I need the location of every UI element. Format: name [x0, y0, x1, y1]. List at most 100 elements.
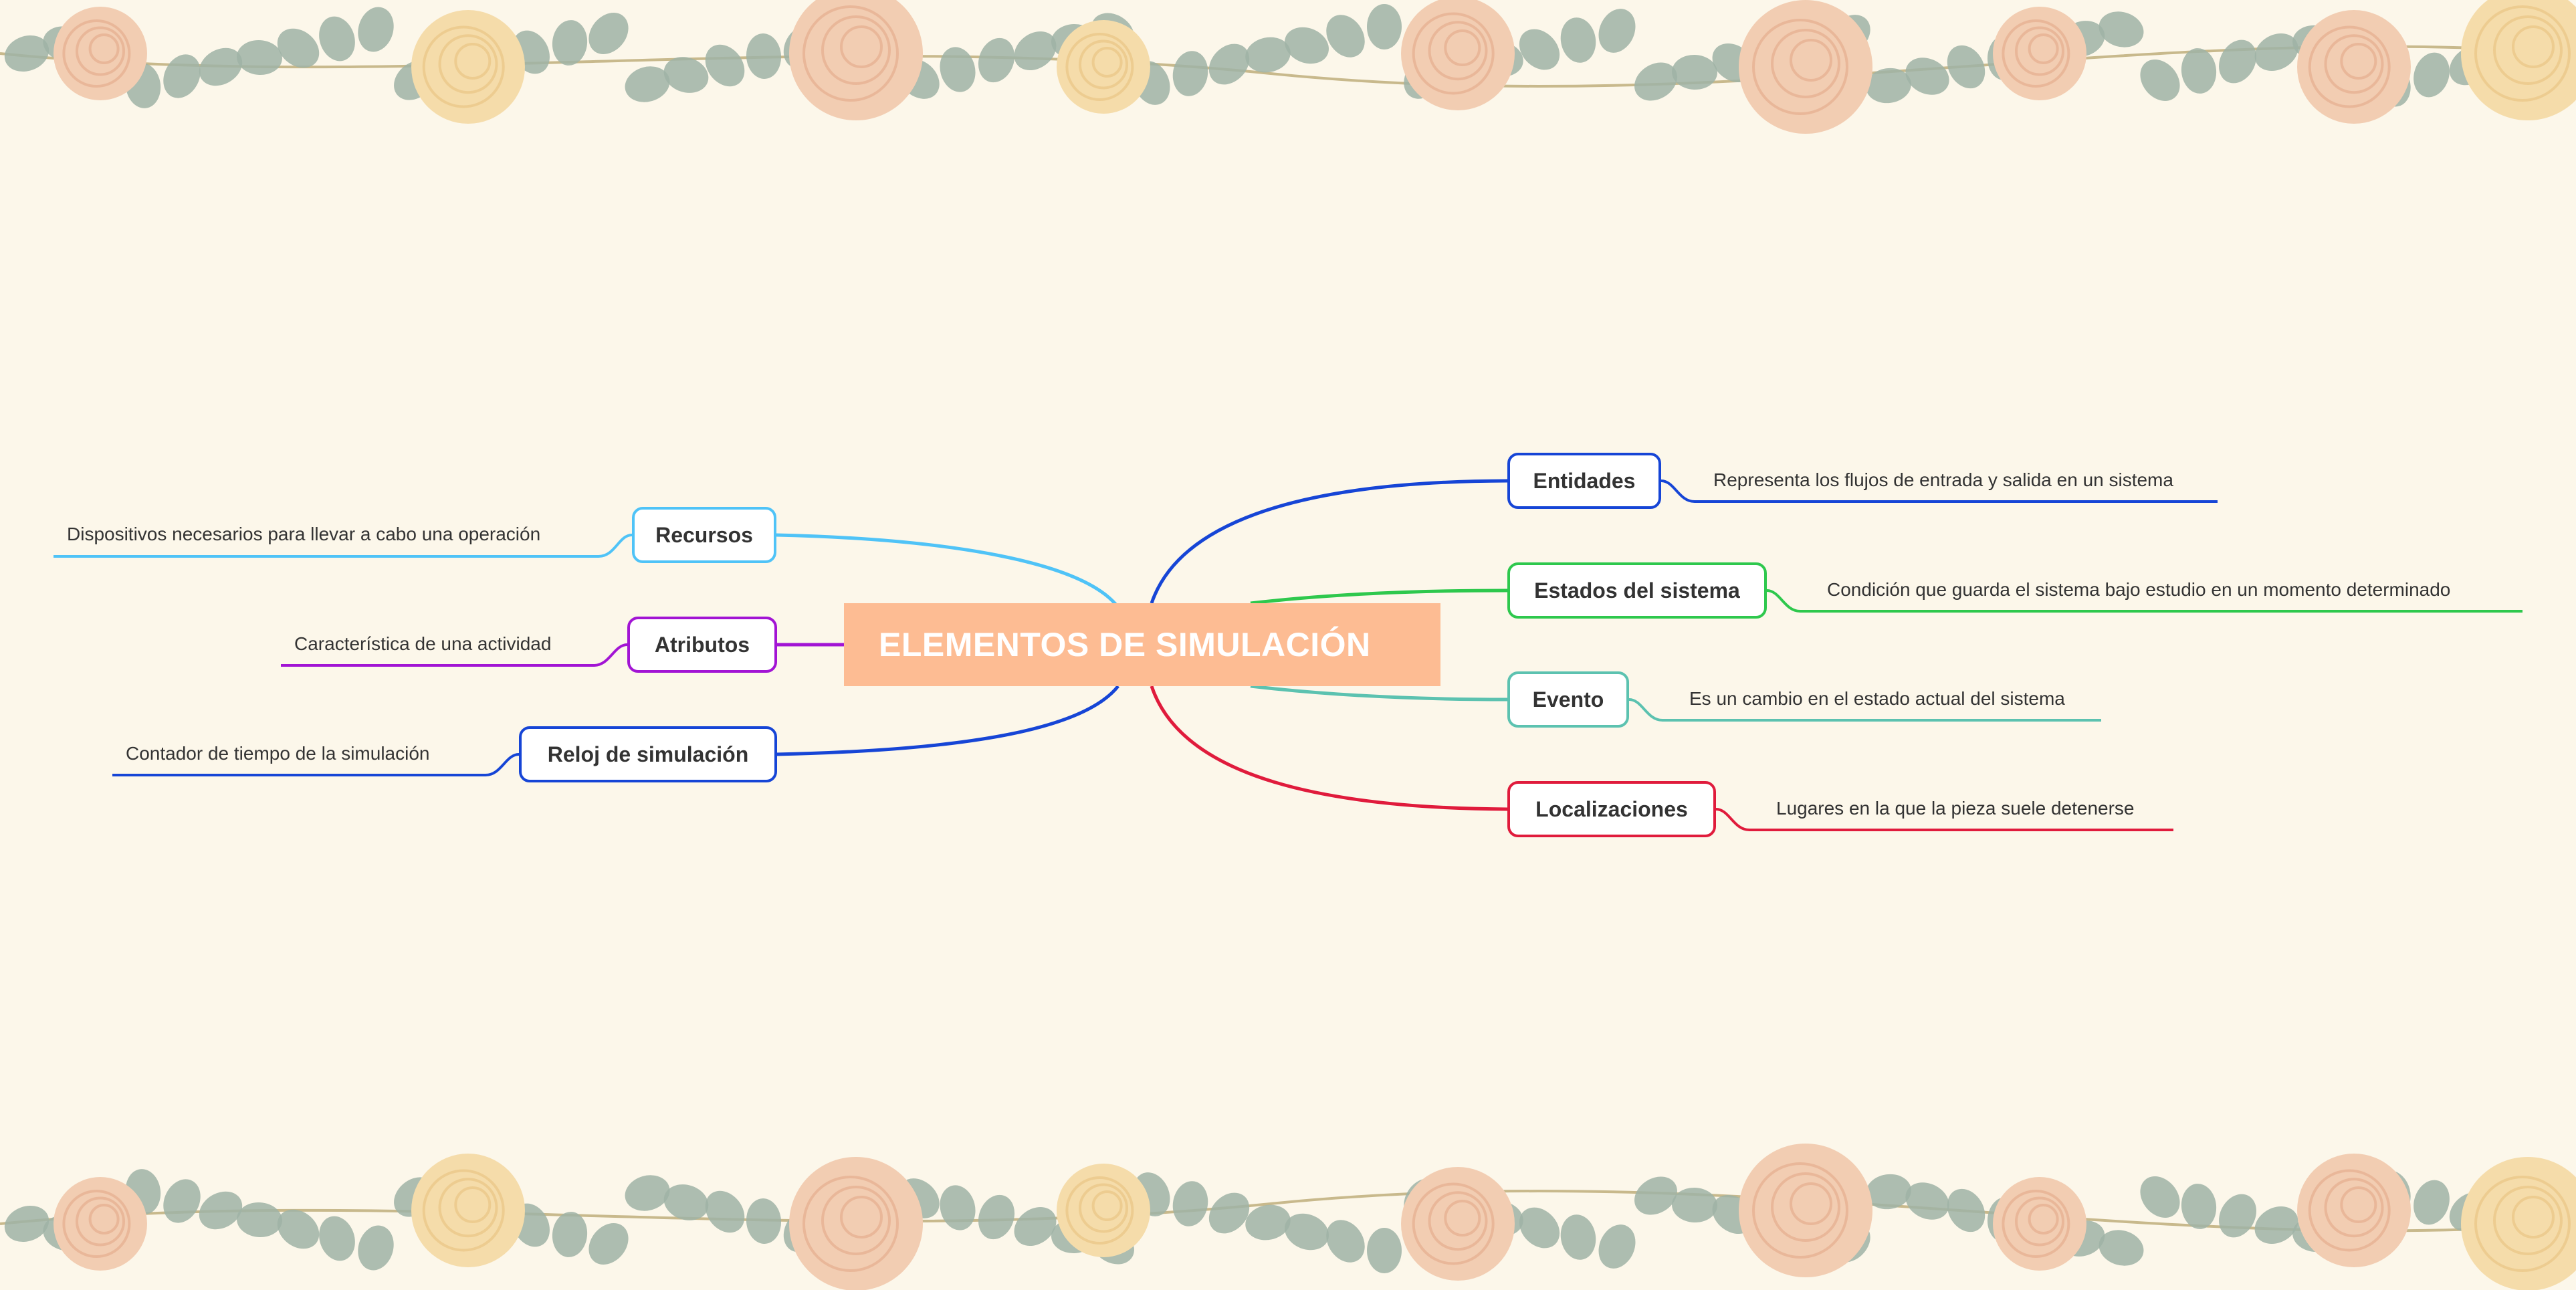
eucalyptus-leaf — [2219, 1194, 2256, 1238]
eucalyptus-leaf — [1866, 1174, 1911, 1210]
eucalyptus-leaf — [237, 39, 282, 76]
eucalyptus-leaf — [237, 1202, 282, 1238]
node-recursos[interactable]: Recursos — [632, 507, 776, 563]
eucalyptus-leaf — [663, 1184, 709, 1220]
eucalyptus-leaf — [552, 20, 588, 66]
eucalyptus-leaf — [705, 44, 745, 87]
eucalyptus-leaf — [1367, 4, 1402, 49]
rose-flower — [1057, 20, 1150, 114]
eucalyptus-leaf — [625, 66, 670, 102]
eucalyptus-leaf — [1672, 1187, 1717, 1223]
underline-estados — [1766, 589, 2523, 613]
eucalyptus-leaf — [2413, 52, 2450, 98]
node-localizaciones[interactable]: Localizaciones — [1507, 781, 1716, 837]
eucalyptus-leaf — [625, 1175, 670, 1211]
eucalyptus-leaf — [588, 1223, 629, 1265]
eucalyptus-leaf — [1634, 62, 1677, 101]
connector-estados — [1250, 588, 1508, 605]
underline-evento — [1628, 698, 2101, 722]
underline-localizaciones — [1715, 808, 2173, 831]
rose-flower — [2297, 1154, 2411, 1267]
connector-reloj — [775, 685, 1119, 756]
eucalyptus-leaf — [588, 13, 629, 54]
description-recursos[interactable]: Dispositivos necesarios para llevar a ca… — [67, 524, 541, 544]
eucalyptus-leaf — [358, 1225, 394, 1271]
eucalyptus-leaf — [978, 1194, 1015, 1240]
underline-entidades — [1660, 479, 2218, 503]
rose-flower — [1401, 0, 1515, 110]
description-evento[interactable]: Es un cambio en el estado actual del sis… — [1689, 688, 2065, 709]
rose-flower — [1993, 7, 2086, 100]
rose-flower — [1739, 0, 1872, 134]
vine-stem — [0, 45, 2576, 88]
eucalyptus-leaf — [2254, 1206, 2298, 1244]
eucalyptus-leaf — [1245, 37, 1291, 73]
underline-recursos — [53, 534, 633, 558]
eucalyptus-leaf — [277, 28, 320, 68]
underline-reloj — [112, 753, 520, 776]
eucalyptus-leaf — [1598, 9, 1636, 53]
underline-atributos — [281, 643, 628, 667]
node-estados-del-sistema[interactable]: Estados del sistema — [1507, 562, 1767, 619]
eucalyptus-leaf — [2413, 1180, 2450, 1225]
central-topic[interactable]: ELEMENTOS DE SIMULACIÓN — [844, 603, 1440, 686]
description-estados-del-sistema[interactable]: Condición que guarda el sistema bajo est… — [1827, 579, 2451, 600]
eucalyptus-leaf — [1367, 1228, 1402, 1273]
node-reloj-de-simulacion[interactable]: Reloj de simulación — [519, 726, 777, 782]
eucalyptus-leaf — [2181, 48, 2217, 94]
floral-border-top — [0, 0, 2576, 134]
rose-flower — [411, 1154, 525, 1267]
description-atributos[interactable]: Característica de una actividad — [294, 633, 552, 654]
eucalyptus-leaf — [1598, 1224, 1636, 1269]
eucalyptus-leaf — [163, 1179, 201, 1223]
eucalyptus-leaf — [2181, 1184, 2217, 1229]
eucalyptus-leaf — [2099, 11, 2144, 47]
node-evento[interactable]: Evento — [1507, 671, 1629, 728]
eucalyptus-leaf — [746, 1198, 782, 1244]
eucalyptus-leaf — [552, 1212, 588, 1257]
rose-flower — [1739, 1144, 1872, 1277]
rose-flower — [53, 7, 147, 100]
rose-flower — [53, 1177, 147, 1271]
eucalyptus-leaf — [746, 33, 782, 79]
eucalyptus-leaf — [1560, 17, 1596, 63]
connector-evento — [1250, 684, 1508, 702]
eucalyptus-leaf — [1014, 1206, 1057, 1247]
eucalyptus-leaf — [940, 47, 976, 92]
connector-recursos — [775, 533, 1119, 609]
eucalyptus-leaf — [319, 1216, 355, 1261]
eucalyptus-leaf — [319, 16, 355, 62]
node-atributos[interactable]: Atributos — [627, 617, 777, 673]
floral-border-bottom — [0, 1144, 2576, 1290]
eucalyptus-leaf — [2254, 33, 2298, 71]
description-localizaciones[interactable]: Lugares en la que la pieza suele detener… — [1776, 798, 2135, 819]
connector-entidades — [1150, 479, 1508, 604]
eucalyptus-leaf — [1947, 1188, 1985, 1232]
eucalyptus-leaf — [1326, 1220, 1365, 1263]
eucalyptus-leaf — [277, 1209, 320, 1249]
rose-flower — [1993, 1177, 2086, 1271]
eucalyptus-leaf — [1866, 68, 1911, 104]
connector-localizaciones — [1150, 685, 1508, 811]
eucalyptus-leaf — [1245, 1204, 1291, 1241]
eucalyptus-leaf — [1560, 1214, 1596, 1260]
rose-flower — [1401, 1167, 1515, 1281]
eucalyptus-leaf — [2099, 1230, 2144, 1266]
description-reloj-de-simulacion[interactable]: Contador de tiempo de la simulación — [126, 743, 430, 764]
node-entidades[interactable]: Entidades — [1507, 453, 1661, 509]
eucalyptus-leaf — [1208, 1192, 1250, 1234]
eucalyptus-leaf — [1947, 45, 1985, 89]
eucalyptus-leaf — [1208, 43, 1250, 85]
eucalyptus-leaf — [663, 57, 709, 93]
eucalyptus-leaf — [4, 1205, 49, 1243]
description-entidades[interactable]: Representa los flujos de entrada y salid… — [1713, 469, 2173, 490]
eucalyptus-leaf — [705, 1190, 745, 1233]
eucalyptus-leaf — [2140, 1176, 2180, 1218]
eucalyptus-leaf — [1285, 1213, 1329, 1251]
eucalyptus-leaf — [940, 1185, 976, 1230]
eucalyptus-leaf — [1519, 29, 1560, 70]
eucalyptus-leaf — [1905, 1182, 1949, 1220]
eucalyptus-leaf — [199, 47, 243, 86]
eucalyptus-leaf — [1519, 1207, 1560, 1249]
